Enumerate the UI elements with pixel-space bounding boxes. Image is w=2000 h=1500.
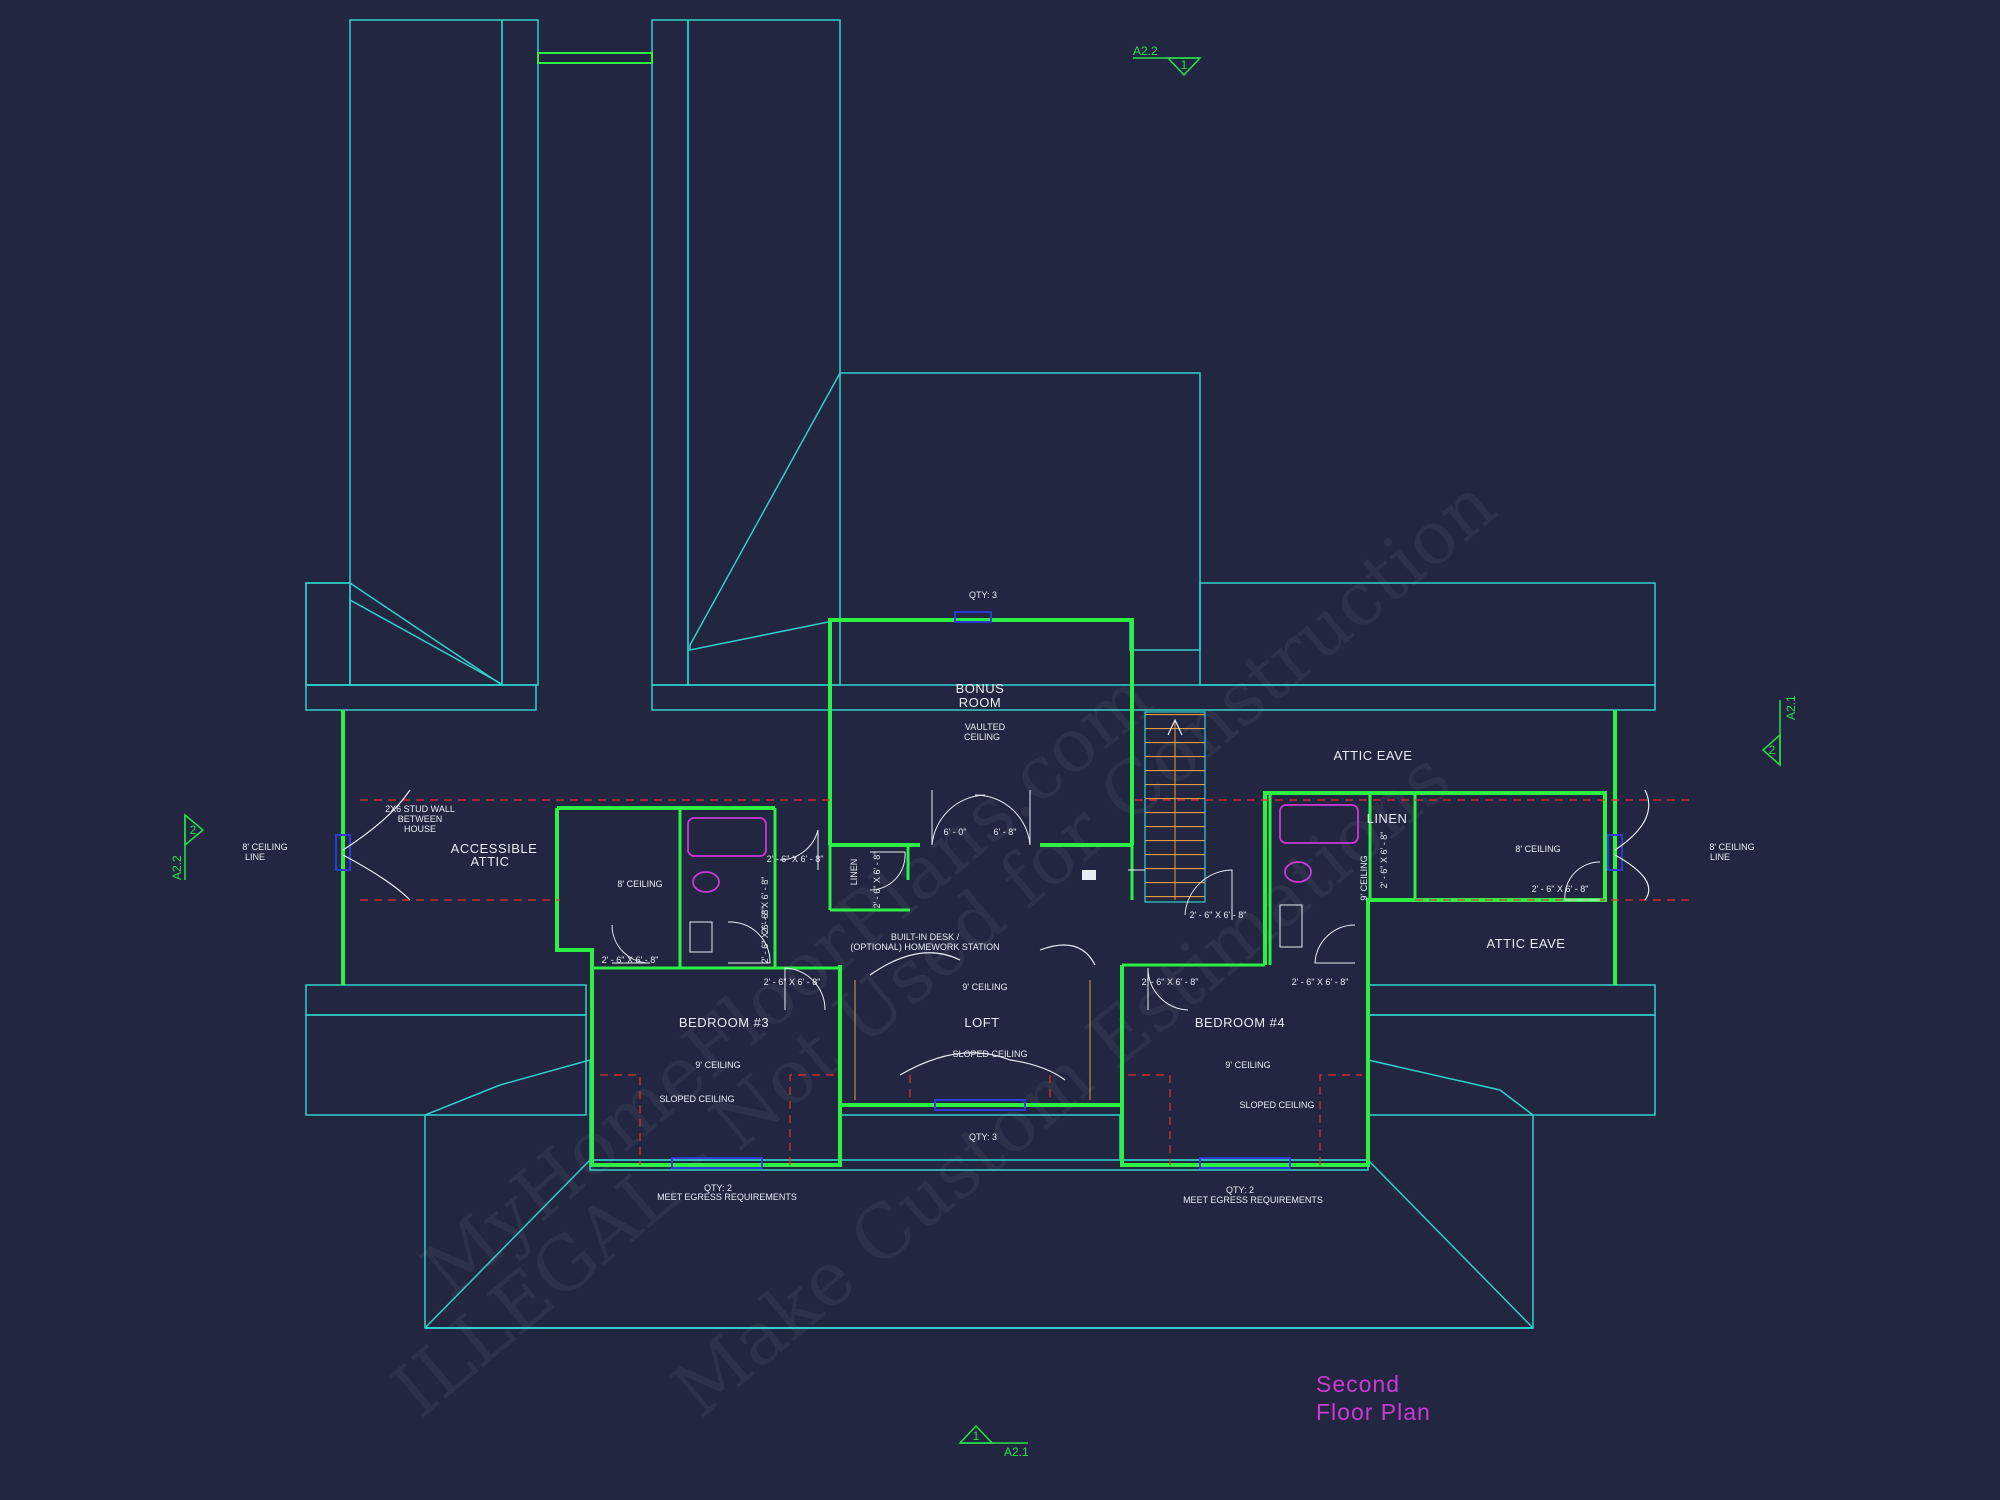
linen-4-door-dim: 2' - 6" X 6' - 8" [1532, 884, 1589, 894]
qty-bedroom-3: QTY: 2 [704, 1183, 732, 1193]
bonus-door-dim-b: 6' - 8" [994, 827, 1017, 837]
interior-walls [592, 793, 1417, 970]
sink-left [689, 921, 713, 953]
section-tag-top-num: 1 [1181, 58, 1188, 72]
bedroom-3-door-dim: 2' - 6" X 6' - 8" [764, 977, 821, 987]
ceiling-dashed-lines [360, 799, 1690, 1165]
egress-bedroom-3: MEET EGRESS REQUIREMENTS [657, 1192, 797, 1202]
bedroom-3-ceiling: 9' CEILING [695, 1060, 740, 1070]
bath-left-ceiling: 8' CEILING [617, 879, 662, 889]
bath-fixtures [687, 804, 1359, 953]
section-tag-right: A2.1 [1784, 695, 1798, 720]
stud-wall-note-2: BETWEEN [398, 814, 443, 824]
bath3-door-dim: 2' - 6" X 6' - 8" [602, 955, 659, 965]
exterior-walls [341, 618, 1617, 1167]
bedroom-3-label: BEDROOM #3 [679, 1015, 769, 1030]
door-dimensions: 6' - 0" 6' - 8" 2' - 6" X 6' - 8" 2' - 6… [602, 827, 1589, 987]
toilet-right [1284, 861, 1312, 883]
ceiling-line-right-1: 8' CEILING [1709, 842, 1754, 852]
bonus-note-2: CEILING [964, 732, 1000, 742]
bonus-room-label-2: ROOM [959, 695, 1001, 710]
notes: 2X6 STUD WALL BETWEEN HOUSE 8' CEILING L… [242, 590, 1754, 1205]
bonus-door-dim-a: 6' - 0" [944, 827, 967, 837]
accessible-attic-label-2: ATTIC [470, 854, 509, 869]
loft-label: LOFT [964, 1015, 999, 1030]
bonus-room-label-1: BONUS [956, 681, 1005, 696]
section-markers: A2.2 1 A2.2 2 A2.1 2 1 A2.1 [170, 44, 1798, 1459]
plan-title: Second Floor Plan [1316, 1371, 1431, 1425]
bedroom-3-sloped: SLOPED CEILING [659, 1094, 734, 1104]
room-labels: BONUS ROOM VAULTED CEILING ACCESSIBLE AT… [451, 681, 1566, 1030]
linen-loft-dim: 2' - 6" X 6' - 8" [872, 852, 882, 909]
bathtub-right [1279, 804, 1359, 844]
section-tag-bottom-num: 1 [973, 1429, 980, 1443]
attic-eave-bottom-label: ATTIC EAVE [1487, 936, 1566, 951]
ceiling-arrows [342, 789, 1650, 1081]
attic-eave-top-label: ATTIC EAVE [1334, 748, 1413, 763]
bedroom-4-closet-dim: 2' - 6" X 6' - 8" [1292, 977, 1349, 987]
plan-title-line-2: Floor Plan [1316, 1399, 1431, 1425]
desk-note-2: (OPTIONAL) HOMEWORK STATION [850, 942, 999, 952]
bedroom-4-ceiling: 9' CEILING [1225, 1060, 1270, 1070]
plan-title-line-1: Second [1316, 1371, 1400, 1397]
bedroom-4-sloped: SLOPED CEILING [1239, 1100, 1314, 1110]
ceiling-line-left-1: 8' CEILING [242, 842, 287, 852]
bonus-note-1: VAULTED [965, 722, 1006, 732]
qty-top: QTY: 3 [969, 590, 997, 600]
bedroom-4-door-dim: 2' - 6" X 6' - 8" [1142, 977, 1199, 987]
door-swings [611, 790, 1601, 1100]
hall-4-door-dim: 2' - 6" X 6' - 8" [1190, 910, 1247, 920]
linen-left-label: LINEN [849, 859, 859, 886]
section-tag-bottom: A2.1 [1004, 1445, 1029, 1459]
loft-ceiling: 9' CEILING [962, 982, 1007, 992]
qty-bedroom-4: QTY: 2 [1226, 1185, 1254, 1195]
bathtub-left [687, 817, 767, 857]
loft-sloped: SLOPED CEILING [952, 1049, 1027, 1059]
staircase [1082, 711, 1206, 903]
stud-wall-note-1: 2X6 STUD WALL [385, 804, 455, 814]
bedroom-3-bath-dim: 2' - 6" X 6' - 8" [760, 907, 770, 964]
desk-note-1: BUILT-IN DESK / [891, 932, 960, 942]
section-tag-top: A2.2 [1133, 44, 1158, 58]
ceiling-line-right-2: LINE [1710, 852, 1730, 862]
ceiling-line-left-2: LINE [245, 852, 265, 862]
toilet-left [692, 871, 720, 893]
stud-wall-note-3: HOUSE [404, 824, 436, 834]
bath-4-door-dim: 2' - 6" X 6' - 8" [1379, 832, 1389, 889]
hall-right-ceiling: 9' CEILING [1359, 855, 1369, 900]
linen3-door-dim: 2' - 6" X 6' - 8" [760, 877, 770, 934]
sink-right [1279, 904, 1303, 948]
windows [335, 611, 1623, 1169]
section-tag-left-num: 2 [190, 823, 197, 837]
linen-right-label: LINEN [1367, 811, 1408, 826]
bedroom-3-closet-dim: 2' - 6" X 6' - 8" [767, 854, 824, 864]
section-tag-left: A2.2 [170, 855, 184, 880]
qty-loft: QTY: 3 [969, 1132, 997, 1142]
egress-bedroom-4: MEET EGRESS REQUIREMENTS [1183, 1195, 1323, 1205]
bedroom-4-label: BEDROOM #4 [1195, 1015, 1285, 1030]
bath-right-ceiling: 8' CEILING [1515, 844, 1560, 854]
section-tag-right-num: 2 [1769, 743, 1776, 757]
accessible-attic-label-1: ACCESSIBLE [451, 841, 538, 856]
